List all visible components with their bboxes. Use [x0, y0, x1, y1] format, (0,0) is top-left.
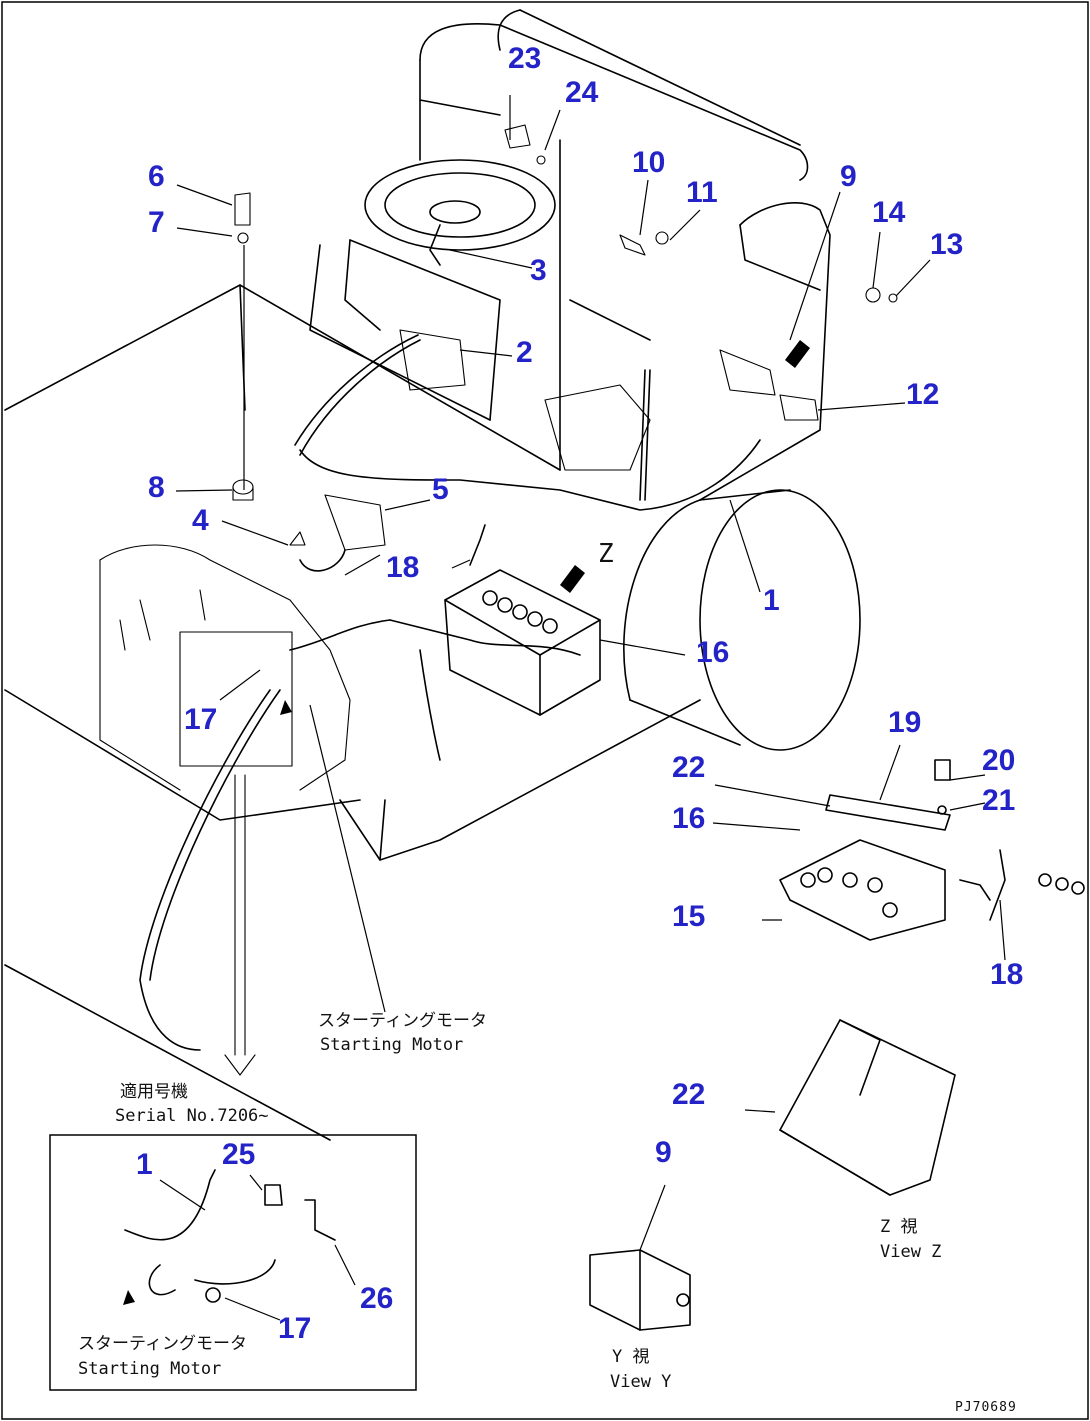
callout-16-view-z: 16: [672, 802, 706, 835]
callout-2: 2: [516, 336, 533, 369]
components: [232, 124, 898, 551]
callout-8: 8: [148, 471, 165, 504]
starting-motor-en: Starting Motor: [320, 1035, 464, 1055]
steering-wheel: [344, 159, 556, 421]
callout-17-inset: 17: [278, 1312, 312, 1345]
callout-6: 6: [148, 160, 165, 193]
callout-26: 26: [360, 1282, 394, 1315]
callout-4: 4: [192, 504, 209, 537]
callout-20: 20: [982, 744, 1016, 777]
callout-10: 10: [632, 146, 666, 179]
callout-21: 21: [982, 784, 1016, 817]
inset-motor-en: Starting Motor: [78, 1359, 222, 1379]
view-y-switch: [589, 1249, 691, 1331]
view-z-jp: Z 視: [880, 1217, 918, 1237]
roller-drum: [623, 489, 861, 751]
view-z-box: [779, 759, 1085, 1196]
callout-12: 12: [906, 378, 940, 411]
inset-frame: [49, 1134, 417, 1391]
callout-5: 5: [432, 473, 449, 506]
arrows: [123, 340, 810, 1305]
view-z-en: View Z: [880, 1242, 942, 1262]
inset-parts: [124, 1169, 336, 1303]
callout-11: 11: [686, 176, 718, 209]
callout-1: 1: [763, 584, 780, 617]
callout-18: 18: [386, 551, 420, 584]
drawing-code: PJ70689: [955, 1400, 1017, 1415]
callout-3: 3: [530, 254, 547, 287]
serial-jp: 適用号機: [120, 1082, 188, 1102]
operator-seat: [309, 9, 831, 501]
serial-en: Serial No.7206~: [115, 1106, 269, 1126]
callout-19: 19: [888, 706, 922, 739]
callout-13: 13: [930, 228, 964, 261]
callout-1-inset: 1: [136, 1148, 153, 1181]
z-mark: Z: [598, 539, 614, 569]
callout-18-view-z: 18: [990, 958, 1024, 991]
view-y-jp: Y 視: [612, 1347, 650, 1367]
battery: [444, 524, 601, 716]
callout-23: 23: [508, 42, 542, 75]
callout-14: 14: [872, 196, 906, 229]
callout-16: 16: [696, 636, 730, 669]
leader-lines: [159, 95, 1006, 1321]
engine: [99, 544, 351, 791]
callout-24: 24: [565, 76, 599, 109]
callout-9: 9: [840, 160, 857, 193]
inset-motor-jp: スターティングモータ: [78, 1334, 247, 1354]
wiring-harness: [139, 334, 761, 1051]
starting-motor-jp: スターティングモータ: [318, 1011, 487, 1031]
view-y-en: View Y: [610, 1372, 672, 1392]
large-arrow: [224, 774, 256, 1076]
callout-7: 7: [148, 206, 165, 239]
callout-22-view-z: 22: [672, 1078, 706, 1111]
callout-15: 15: [672, 900, 706, 933]
callout-9-view-y: 9: [655, 1136, 672, 1169]
callout-25: 25: [222, 1138, 256, 1171]
callout-22: 22: [672, 751, 706, 784]
callout-17: 17: [184, 703, 218, 736]
